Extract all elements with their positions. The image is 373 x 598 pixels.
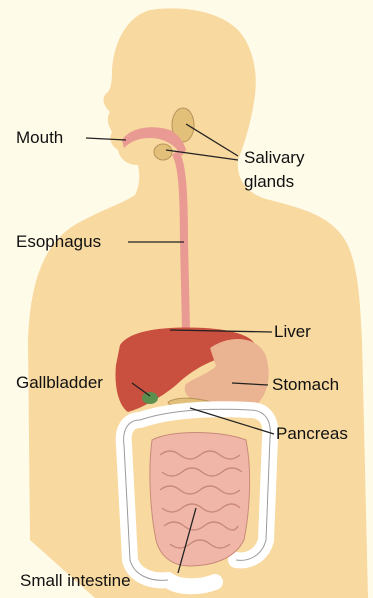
label-salivary-glands-line1: Salivary xyxy=(244,148,304,168)
label-gallbladder: Gallbladder xyxy=(16,373,103,393)
label-small-intestine: Small intestine xyxy=(20,571,131,591)
salivary-gland-lower xyxy=(154,144,172,160)
label-salivary-glands-line2: glands xyxy=(244,172,294,192)
label-stomach: Stomach xyxy=(272,375,339,395)
gallbladder-organ xyxy=(142,392,158,404)
label-pancreas: Pancreas xyxy=(276,424,348,444)
label-esophagus: Esophagus xyxy=(16,232,101,252)
label-liver: Liver xyxy=(274,322,311,342)
label-mouth: Mouth xyxy=(16,128,63,148)
